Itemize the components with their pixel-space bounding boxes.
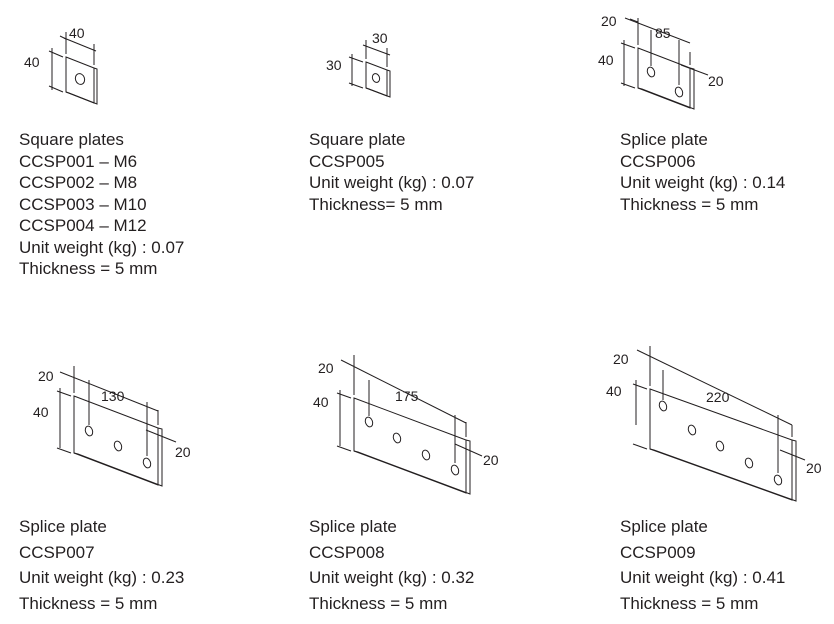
dim-height: 40: [598, 52, 614, 68]
product-code: CCSP005: [309, 151, 385, 171]
splice-plate-85-drawing: 20 85 40 20: [598, 13, 724, 110]
unit-weight: Unit weight (kg) : 0.32: [309, 568, 475, 587]
product-info-ccsp006: Splice plate CCSP006 Unit weight (kg) : …: [620, 129, 785, 215]
unit-weight: Unit weight (kg) : 0.07: [19, 237, 185, 257]
product-title: Splice plate: [309, 517, 397, 536]
dim-height: 40: [33, 404, 49, 420]
dim-end: 20: [708, 73, 724, 89]
dim-height: 40: [313, 394, 329, 410]
thickness: Thickness = 5 mm: [19, 259, 158, 278]
product-info-ccsp008: Splice plate CCSP008 Unit weight (kg) : …: [309, 514, 474, 616]
thickness: Thickness = 5 mm: [19, 593, 158, 613]
product-code: CCSP007: [19, 542, 95, 562]
product-code: CCSP009: [620, 542, 696, 562]
product-code: CCSP002 – M8: [19, 173, 138, 192]
product-title: Square plate: [309, 130, 406, 149]
product-info-ccsp001-004: Square plates CCSP001 – M6 CCSP002 – M8 …: [19, 129, 184, 280]
dim-edge: 20: [613, 351, 629, 367]
product-title: Splice plate: [620, 130, 708, 149]
dim-width: 30: [372, 30, 388, 46]
product-info-ccsp005: Square plate CCSP005 Unit weight (kg) : …: [309, 129, 474, 215]
product-code: CCSP006: [620, 151, 696, 171]
dim-pitch: 220: [706, 389, 730, 405]
square-plate-40-drawing: 40 40: [24, 25, 98, 105]
dim-pitch: 85: [655, 25, 671, 41]
product-title: Splice plate: [620, 517, 708, 536]
unit-weight: Unit weight (kg) : 0.41: [620, 568, 786, 587]
thickness: Thickness = 5 mm: [309, 593, 448, 613]
product-title: Splice plate: [19, 517, 107, 536]
unit-weight: Unit weight (kg) : 0.14: [620, 173, 786, 192]
splice-plate-130-drawing: 20 130 40 20: [33, 366, 191, 487]
square-plate-30-drawing: 30 30: [326, 30, 391, 98]
product-info-ccsp007: Splice plate CCSP007 Unit weight (kg) : …: [19, 514, 184, 616]
dim-edge: 20: [318, 360, 334, 376]
thickness: Thickness= 5 mm: [309, 194, 443, 214]
splice-plate-175-drawing: 20 175 40 20: [313, 355, 499, 495]
dim-pitch: 130: [101, 388, 125, 404]
product-code: CCSP004 – M12: [19, 216, 147, 235]
unit-weight: Unit weight (kg) : 0.07: [309, 173, 475, 192]
product-info-ccsp009: Splice plate CCSP009 Unit weight (kg) : …: [620, 514, 785, 616]
dim-end: 20: [806, 460, 822, 476]
dim-height: 40: [606, 383, 622, 399]
product-title: Square plates: [19, 130, 124, 149]
dim-height: 40: [24, 54, 40, 70]
thickness: Thickness = 5 mm: [620, 593, 759, 613]
dim-pitch: 175: [395, 388, 419, 404]
dim-end: 20: [175, 444, 191, 460]
dim-edge: 20: [601, 13, 617, 29]
thickness: Thickness = 5 mm: [620, 194, 759, 214]
dim-width: 40: [69, 25, 85, 41]
dim-edge: 20: [38, 368, 54, 384]
product-code: CCSP001 – M6: [19, 151, 138, 171]
dim-end: 20: [483, 452, 499, 468]
product-code: CCSP008: [309, 542, 385, 562]
splice-plate-220-drawing: 20 220 40 20: [606, 346, 822, 502]
unit-weight: Unit weight (kg) : 0.23: [19, 568, 185, 587]
dim-height: 30: [326, 57, 342, 73]
product-code: CCSP003 – M10: [19, 194, 147, 214]
